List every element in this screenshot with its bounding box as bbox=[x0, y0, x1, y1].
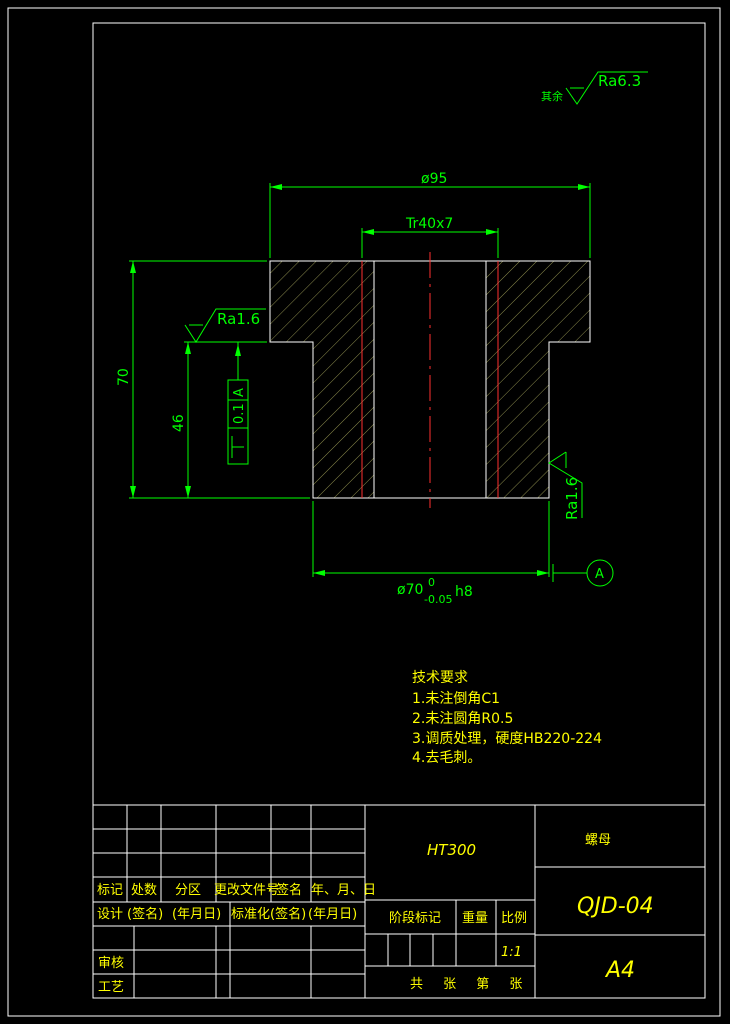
roughness-left-text: Ra1.6 bbox=[217, 310, 260, 328]
dim-spigot-diameter: ø70 0 -0.05 h8 bbox=[312, 501, 550, 606]
inner-border bbox=[92, 22, 706, 999]
sheet-size: A4 bbox=[604, 958, 635, 983]
label-nianyueri: (年月日) bbox=[172, 907, 221, 922]
label-nianyueri2: (年月日) bbox=[308, 907, 357, 922]
label-chushu: 处数 bbox=[131, 883, 157, 898]
dim-spigot-fit: h8 bbox=[455, 584, 473, 600]
title-block: 标记 处数 分区 更改文件号 签名 年、月、日 设计 (签名) (年月日) 标准… bbox=[92, 804, 706, 999]
label-nianyue: 年、月、日 bbox=[311, 883, 376, 898]
perp-tol-text: 0.1 bbox=[232, 403, 247, 424]
scale-value: 1:1 bbox=[501, 945, 522, 960]
perpendicular-icon bbox=[231, 436, 244, 458]
sheets-text: 共 张 第 张 bbox=[410, 977, 530, 992]
label-qianming2: (签名) bbox=[127, 906, 163, 922]
tech-item-2: 2.未注圆角R0.5 bbox=[412, 711, 513, 727]
dim-height-shoulder: 46 bbox=[171, 341, 267, 498]
dim-spigot-prefix: ø70 bbox=[397, 582, 423, 598]
material: HT300 bbox=[427, 841, 476, 859]
general-finish-prefix: 其余 bbox=[541, 89, 563, 103]
tech-item-1: 1.未注倒角C1 bbox=[412, 691, 500, 707]
label-qianming3: (签名) bbox=[270, 906, 306, 922]
general-surface-finish: 其余 Ra6.3 bbox=[541, 71, 648, 105]
perp-datum-text: A bbox=[232, 388, 247, 397]
dim-height-total-text: 70 bbox=[116, 368, 132, 386]
dim-thread: Tr40x7 bbox=[361, 216, 499, 258]
label-gongyi: 工艺 bbox=[98, 980, 124, 995]
perpendicularity-frame: A 0.1 bbox=[227, 342, 249, 465]
label-fenqu: 分区 bbox=[175, 883, 201, 898]
part-section bbox=[269, 252, 591, 508]
outer-border bbox=[7, 7, 721, 1017]
stage-label: 阶段标记 bbox=[389, 911, 441, 926]
tech-item-3: 3.调质处理，硬度HB220-224 bbox=[412, 731, 602, 747]
dim-spigot-upper: 0 bbox=[428, 576, 435, 589]
label-qianming: 签名 bbox=[276, 882, 302, 898]
label-biaozhunhua: 标准化 bbox=[231, 907, 270, 922]
weight-label: 重量 bbox=[462, 910, 488, 926]
drawing-no: QJD-04 bbox=[577, 894, 654, 919]
scale-label: 比例 bbox=[501, 911, 527, 926]
dim-thread-text: Tr40x7 bbox=[405, 216, 453, 232]
dim-height-total: 70 bbox=[116, 260, 310, 499]
label-gaiwen: 更改文件号 bbox=[214, 883, 279, 898]
datum-symbol: A bbox=[552, 559, 614, 587]
tech-item-4: 4.去毛刺。 bbox=[412, 750, 481, 766]
datum-label: A bbox=[595, 567, 604, 582]
dim-outer-diameter-text: ø95 bbox=[421, 171, 447, 187]
dim-spigot-lower: -0.05 bbox=[424, 593, 452, 606]
roughness-left: Ra1.6 bbox=[184, 308, 266, 343]
dim-height-shoulder-text: 46 bbox=[171, 414, 187, 432]
roughness-right-text: Ra1.6 bbox=[563, 477, 581, 520]
dim-outer-diameter: ø95 bbox=[269, 171, 591, 258]
part-name: 螺母 bbox=[585, 833, 611, 848]
roughness-right: Ra1.6 bbox=[548, 451, 583, 520]
label-sheji: 设计 bbox=[97, 907, 123, 922]
tech-requirements: 技术要求 1.未注倒角C1 2.未注圆角R0.5 3.调质处理，硬度HB220-… bbox=[412, 670, 602, 766]
general-finish-value: Ra6.3 bbox=[598, 72, 641, 90]
label-biaoji: 标记 bbox=[97, 883, 123, 898]
tech-title: 技术要求 bbox=[412, 670, 468, 686]
label-shenhe: 审核 bbox=[98, 956, 124, 971]
